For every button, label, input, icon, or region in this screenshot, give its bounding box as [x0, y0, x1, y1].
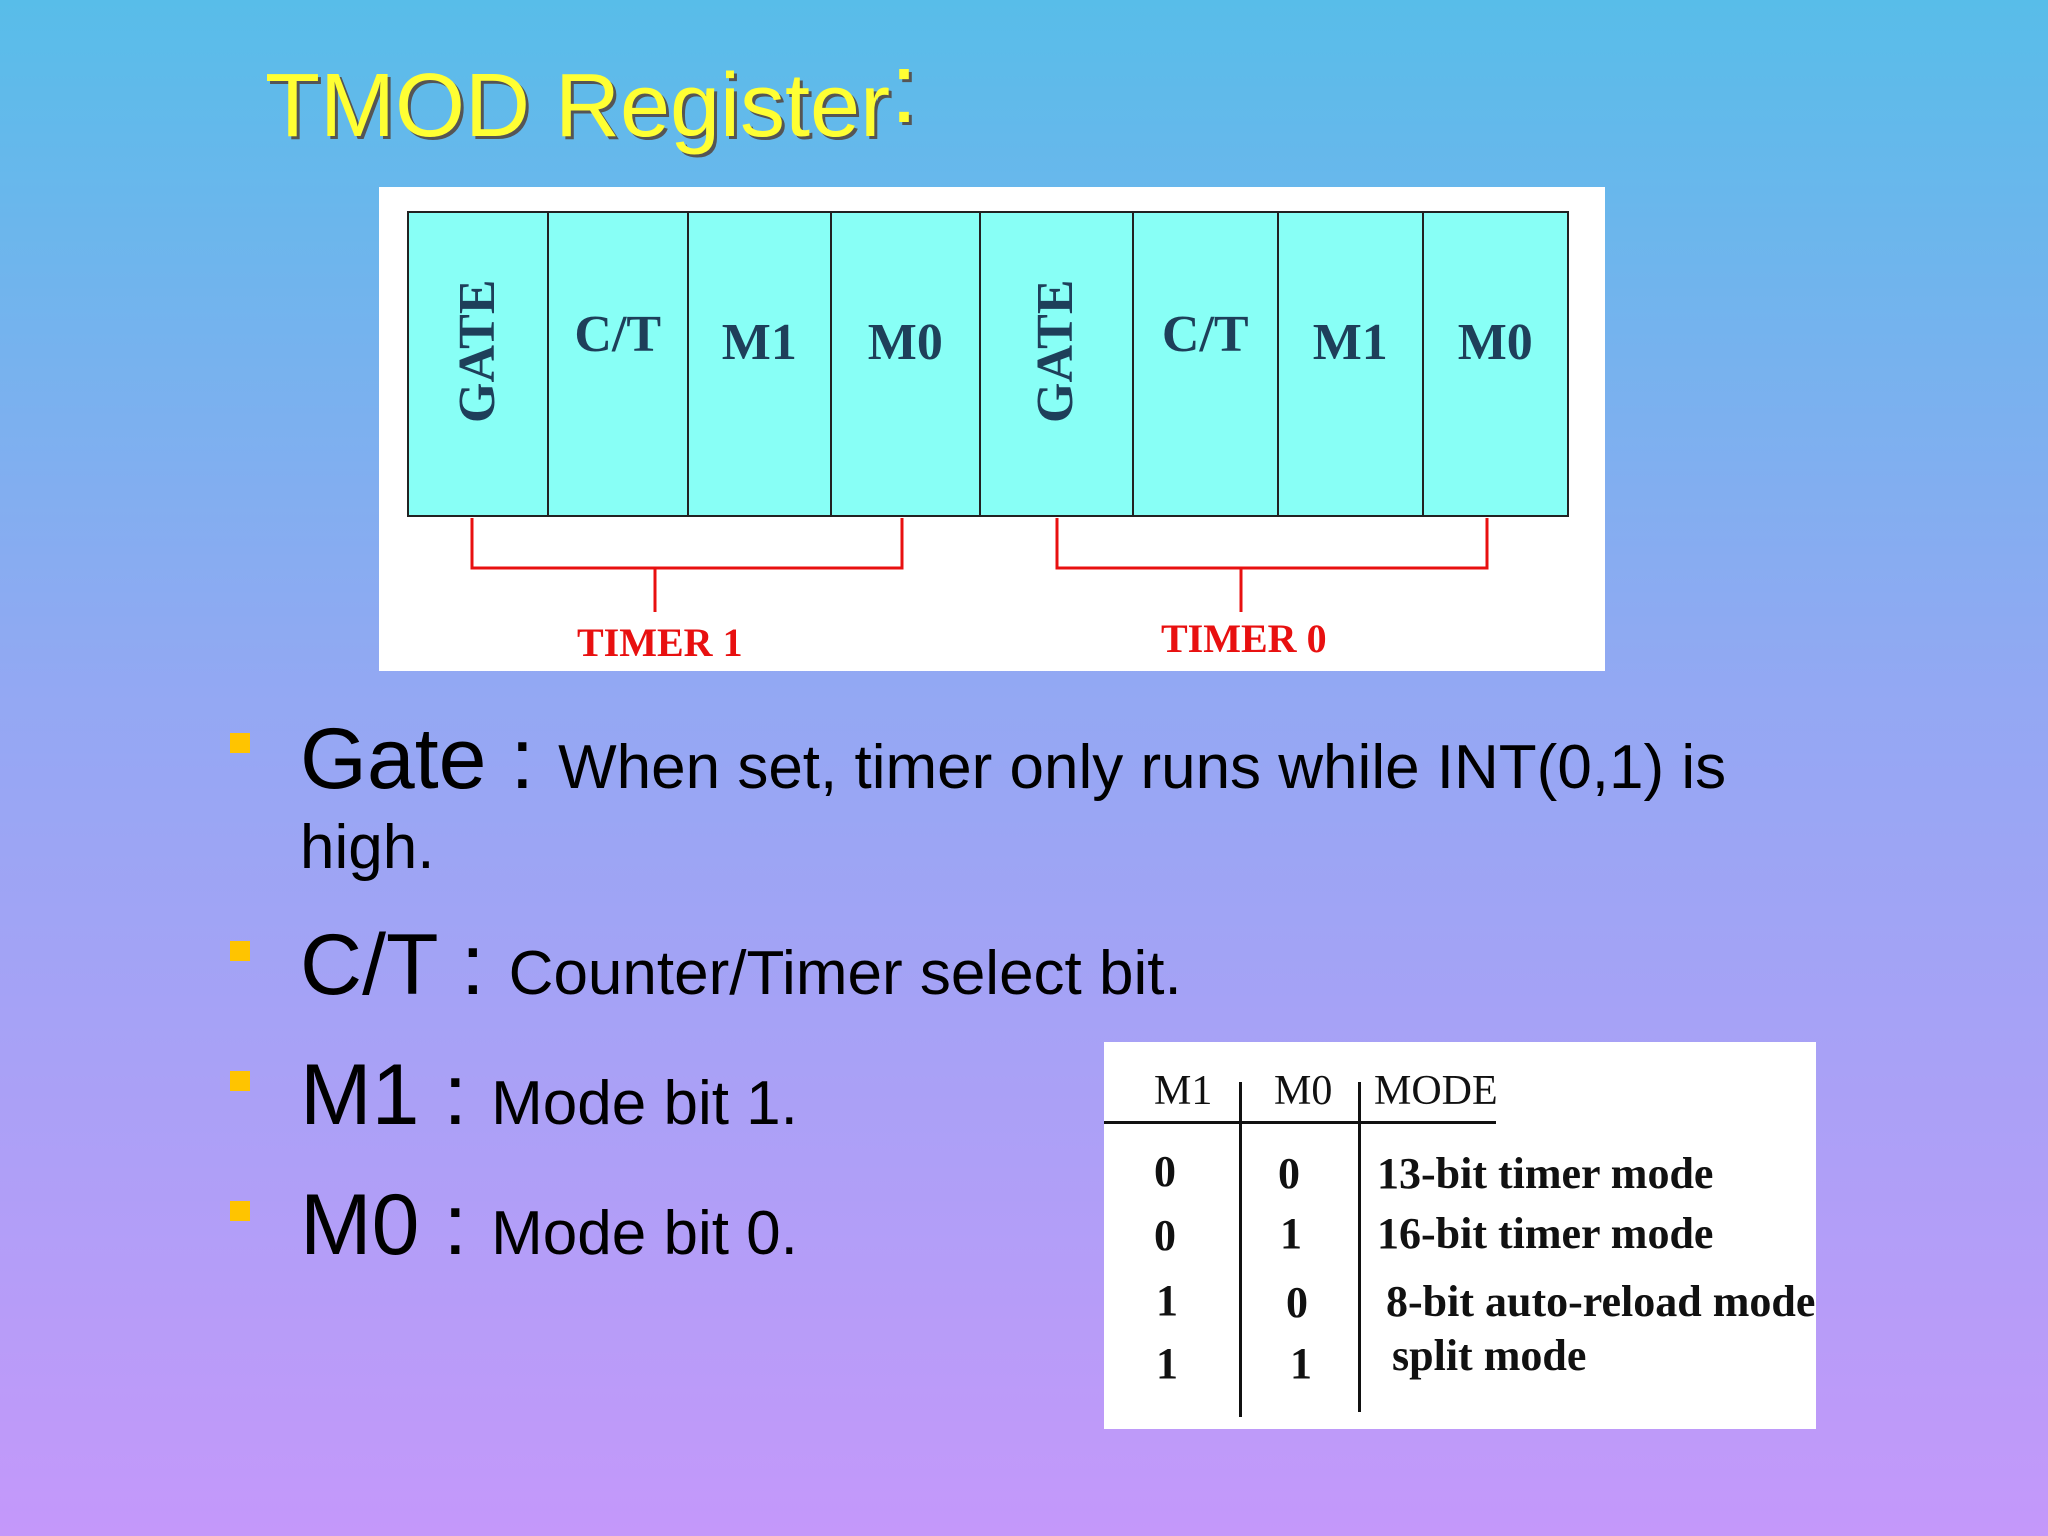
tmod-register-diagram: GATE C/T M1 M0 GATE C/T M1 M0 [379, 187, 1605, 671]
mode-table-row-2-mode: 8-bit auto-reload mode [1386, 1277, 1816, 1326]
mode-table-header-m0: M0 [1274, 1068, 1333, 1114]
bullet-description-continued: high. [300, 813, 435, 882]
mode-table-row-2-m1: 1 [1156, 1276, 1178, 1325]
register-cell-timer1-m1: M1 [689, 213, 832, 515]
bullet-term: Gate [300, 711, 487, 807]
bullet-line: M0 : Mode bit 0. [300, 1182, 798, 1268]
bullet-description: Counter/Timer select bit. [508, 939, 1182, 1008]
register-cell-timer1-gate: GATE [409, 213, 549, 515]
mode-table-row-3-mode: split mode [1392, 1331, 1587, 1380]
register-cell-label: M0 [867, 313, 943, 371]
timer0-bracket [1055, 518, 1489, 612]
bullet-separator: : [419, 1177, 492, 1273]
slide-title-text: TMOD Register [265, 56, 891, 156]
mode-table: M1 M0 MODE 0 0 13-bit timer mode 0 1 16-… [1104, 1042, 1816, 1429]
mode-table-column-divider [1239, 1082, 1242, 1417]
register-cell-label: C/T [574, 305, 662, 363]
bullet-term: M1 [300, 1047, 420, 1143]
mode-table-row-3-m0: 1 [1290, 1339, 1312, 1388]
mode-table-header-rule [1104, 1121, 1496, 1124]
bullet-square-icon [230, 941, 250, 961]
mode-table-row-3-m1: 1 [1156, 1339, 1178, 1388]
bullet-line: Gate : When set, timer only runs while I… [300, 716, 1726, 802]
bullet-description: When set, timer only runs while INT(0,1)… [558, 733, 1727, 802]
register-cell-timer0-m1: M1 [1279, 213, 1424, 515]
register-cell-label: M1 [1312, 313, 1388, 371]
mode-table-row-0-mode: 13-bit timer mode [1377, 1149, 1714, 1198]
mode-table-row-1-m1: 0 [1154, 1211, 1176, 1260]
mode-table-header-mode: MODE [1374, 1068, 1498, 1114]
bullet-term: M0 [300, 1177, 420, 1273]
timer1-label: TIMER 1 [577, 620, 743, 665]
register-cell-label: M1 [721, 313, 797, 371]
mode-table-row-1-m0: 1 [1280, 1209, 1302, 1258]
timer-group-brackets [470, 518, 1489, 612]
bullet-square-icon [230, 733, 250, 753]
timer1-bracket [470, 518, 904, 612]
bullet-square-icon [230, 1201, 250, 1221]
bullet-description: Mode bit 0. [491, 1199, 798, 1268]
slide-title-colon: : [890, 32, 918, 144]
register-cell-timer1-m0: M0 [832, 213, 982, 515]
mode-table-header-m1: M1 [1154, 1068, 1213, 1114]
mode-table-column-divider [1358, 1082, 1361, 1412]
register-cell-label: C/T [1161, 305, 1249, 363]
timer0-label: TIMER 0 [1161, 616, 1327, 661]
bullet-square-icon [230, 1071, 250, 1091]
bullet-description: Mode bit 1. [491, 1069, 798, 1138]
register-cell-timer0-gate: GATE [981, 213, 1134, 515]
register-cell-timer0-ct: C/T [1134, 213, 1279, 515]
bullet-term: C/T [300, 917, 437, 1013]
bullet-line: C/T : Counter/Timer select bit. [300, 922, 1182, 1008]
register-cell-label: M0 [1457, 313, 1533, 371]
mode-table-row-0-m1: 0 [1154, 1147, 1176, 1196]
bullet-line: M1 : Mode bit 1. [300, 1052, 798, 1138]
register-cell-timer1-ct: C/T [549, 213, 690, 515]
bullet-separator: : [436, 917, 509, 1013]
bullet-separator: : [419, 1047, 492, 1143]
mode-table-row-0-m0: 0 [1278, 1149, 1300, 1198]
register-bit-row: GATE C/T M1 M0 GATE C/T M1 M0 [407, 211, 1569, 517]
mode-table-row-2-m0: 0 [1286, 1278, 1308, 1327]
slide-title: TMOD Register: [265, 38, 918, 152]
bullet-separator: : [486, 711, 559, 807]
mode-table-row-1-mode: 16-bit timer mode [1377, 1209, 1714, 1258]
register-cell-timer0-m0: M0 [1424, 213, 1568, 515]
